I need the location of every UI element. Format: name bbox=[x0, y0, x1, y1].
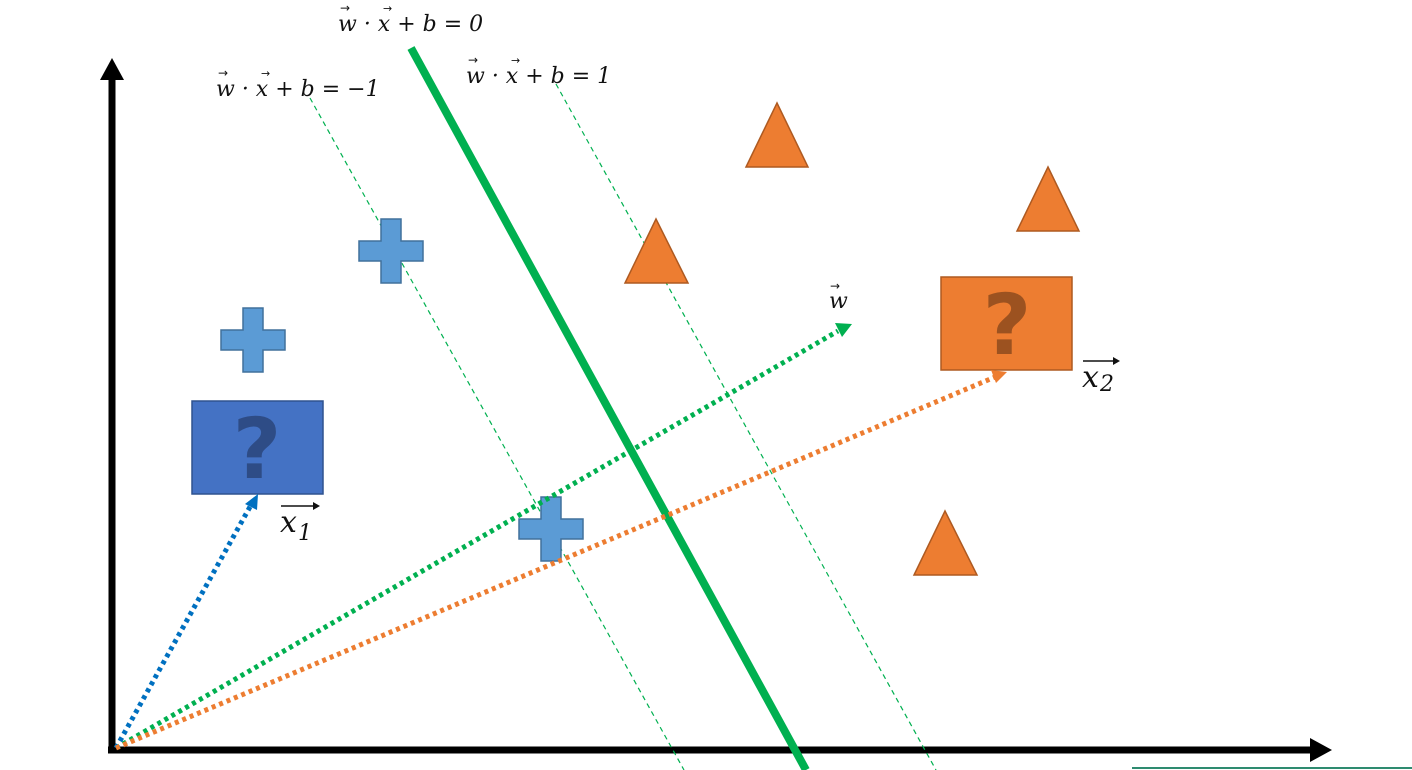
label-margin-positive: w · x + b = 1 → → bbox=[466, 53, 611, 89]
plus-icon bbox=[220, 307, 286, 373]
svg-text:→: → bbox=[468, 53, 478, 67]
question-mark-icon: ? bbox=[983, 276, 1032, 374]
w-vector-arrowhead bbox=[835, 323, 852, 337]
label-x1: x 1 bbox=[280, 502, 320, 546]
plus-icon bbox=[518, 496, 584, 562]
plus-icon bbox=[358, 218, 424, 284]
svg-text:→: → bbox=[511, 54, 520, 67]
query-point-2: ? bbox=[940, 276, 1073, 374]
svg-text:→: → bbox=[340, 1, 350, 15]
margin-line-negative bbox=[309, 97, 685, 770]
decision-boundary bbox=[407, 46, 810, 770]
svg-text:→: → bbox=[218, 66, 228, 80]
axes bbox=[100, 58, 1332, 762]
svg-text:x: x bbox=[280, 505, 297, 540]
svg-text:1: 1 bbox=[298, 521, 312, 546]
svg-text:→: → bbox=[830, 279, 840, 293]
label-x2: x 2 bbox=[1082, 357, 1120, 397]
triangle-icon bbox=[623, 217, 690, 284]
x1-vector-arrowhead bbox=[245, 494, 258, 510]
y-axis-arrowhead bbox=[100, 58, 124, 80]
query-point-1: ? bbox=[191, 400, 324, 498]
svg-text:x: x bbox=[1082, 360, 1099, 395]
svg-text:w · x + b = 1: w · x + b = 1 bbox=[466, 64, 611, 89]
x2-vector-arrowhead bbox=[991, 370, 1007, 383]
question-mark-icon: ? bbox=[233, 400, 282, 498]
svg-text:→: → bbox=[383, 2, 392, 15]
x2-vector bbox=[115, 374, 996, 751]
x-axis-arrowhead bbox=[1310, 738, 1332, 762]
triangle-icon bbox=[744, 101, 810, 168]
label-margin-negative: w · x + b = −1 → → bbox=[216, 66, 380, 102]
svg-text:w · x + b = 0: w · x + b = 0 bbox=[338, 12, 483, 37]
svg-text:→: → bbox=[261, 67, 270, 80]
svg-text:2: 2 bbox=[1099, 372, 1114, 397]
svg-text:w: w bbox=[829, 289, 848, 314]
label-hyperplane: w · x + b = 0 → → bbox=[338, 1, 483, 37]
svg-text:w · x + b = −1: w · x + b = −1 bbox=[216, 77, 380, 102]
w-vector bbox=[114, 328, 840, 751]
x1-vector bbox=[113, 503, 254, 750]
triangle-icon bbox=[1015, 165, 1081, 232]
margin-line-positive bbox=[555, 83, 937, 770]
label-w-vector: w → bbox=[829, 279, 848, 314]
triangle-icon bbox=[912, 509, 979, 576]
